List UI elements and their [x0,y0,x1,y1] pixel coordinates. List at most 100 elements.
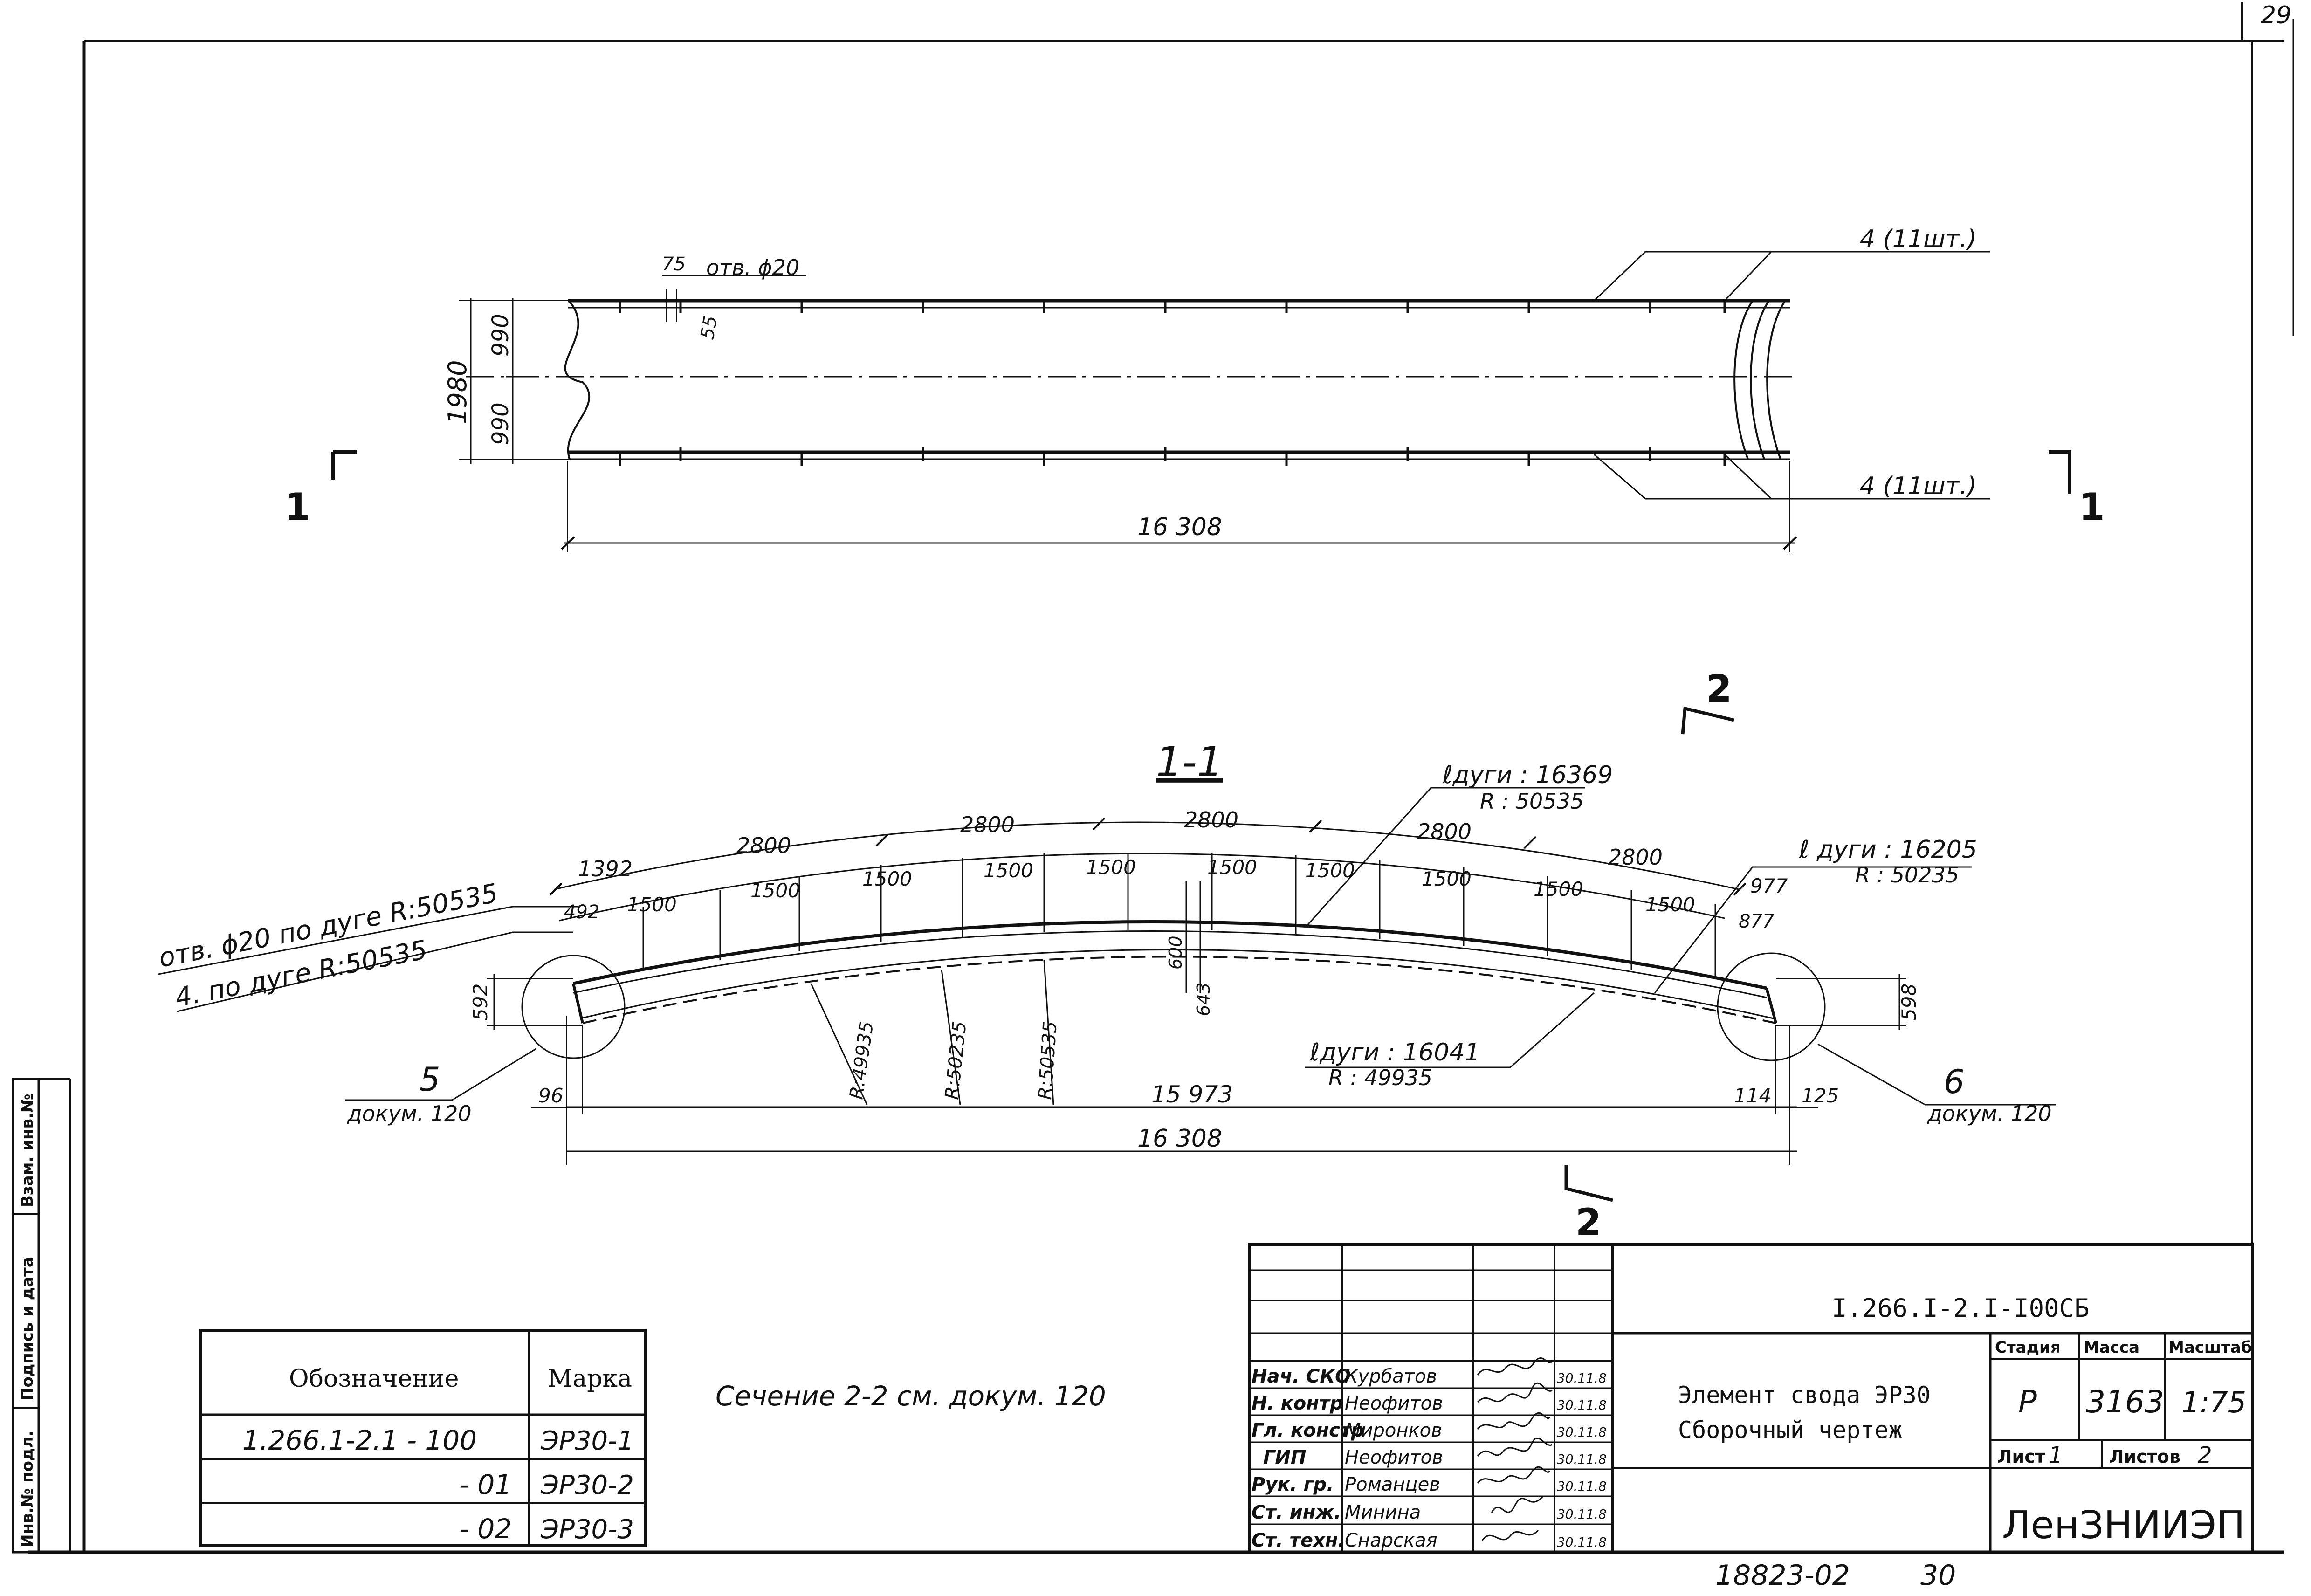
stage-label: Стадия [1995,1338,2061,1357]
left-height-dim: 592 [469,984,492,1021]
lower-dim: 1500 [1422,867,1472,890]
lower-dim: 1500 [1645,893,1695,916]
arc-right-length: ℓ дуги : 16205 [1799,836,1977,864]
section-title: 1-1 [1156,738,1223,786]
sign-name: Снарская [1345,1530,1437,1551]
plan-half-upper: 990 [488,314,514,357]
marks-header-mark: Марка [548,1365,632,1393]
section-mark-1-right: 1 [2079,485,2105,529]
title-block: I.266.I-2.I-I00СБ Элемент свода ЭР30 Сбо… [1248,1243,2254,1554]
right-offset-dim-2: 125 [1802,1084,1839,1107]
sheet-label: Лист [1997,1446,2045,1467]
plan-callout-top-leader [1593,251,1990,302]
detail-6-ref: докум. 120 [1927,1101,2052,1126]
stamp-inv-podl: Инв.№ подл. [18,1431,37,1548]
marks-row-mark: ЭР30-1 [540,1426,634,1456]
radius-label: R:50235 [941,1020,970,1101]
arc-bottom-radius: R : 49935 [1328,1065,1432,1090]
section-mark-2-bottom: 2 [1575,1201,1602,1244]
archive-number: 18823-02 [1715,1559,1850,1592]
crown-height-dim-2: 643 [1193,982,1214,1016]
sign-name: Минина [1345,1502,1421,1523]
lower-dim: 1500 [984,859,1033,882]
section-mark-2-top: 2 [1706,667,1732,710]
plan-total-length: 16 308 [1137,513,1222,541]
lower-dim: 1500 [750,879,800,902]
plan-hole-offset: 55 [697,314,722,341]
stamp-podpis-data: Подпись и дата [18,1257,37,1401]
lower-dim: 1500 [862,867,912,890]
title-name-line1: Элемент свода ЭР30 [1678,1382,1931,1409]
lower-dim: 492 [564,901,599,923]
sign-date: 30.11.8 [1557,1479,1607,1494]
side-stamp: Взам. инв.№ Подпись и дата Инв.№ подл. [12,1078,71,1554]
vault-bottom-chord [582,956,1776,1024]
sign-date: 30.11.8 [1557,1534,1607,1550]
sign-role: Ст. техн. [1252,1530,1345,1551]
vault-top-chord [573,920,1767,990]
lower-dim: 877 [1739,911,1775,932]
sign-date: 30.11.8 [1557,1452,1607,1467]
lower-dim: 1500 [1207,856,1257,879]
org-name: ЛенЗНИИЭП [2002,1503,2245,1548]
sign-role: ГИП [1263,1447,1306,1468]
arc-top-length: ℓдуги : 16369 [1442,761,1613,789]
plan-callout-top: 4 (11шт.) [1860,225,1977,253]
sign-name: Неофитов [1345,1447,1443,1468]
detail-6-number: 6 [1944,1063,1965,1101]
right-offset-dim-1: 114 [1734,1084,1771,1107]
mass-value: 3163 [2086,1384,2164,1420]
radius-label: R:50535 [1034,1020,1061,1100]
plan-hole-spacing: 75 [662,254,686,275]
sign-name: Неофитов [1345,1393,1443,1414]
sign-role: Рук. гр. [1252,1474,1334,1495]
plan-half-lower: 990 [488,402,514,445]
section-view-text: 1-1 2 2 отв. ϕ20 по дуге R:50535 4. по д… [156,667,2051,1244]
archive-sheet: 30 [1920,1559,1956,1592]
plan-left-break [564,300,591,460]
sign-role: Н. контр [1252,1393,1343,1414]
sign-date: 30.11.8 [1557,1424,1607,1440]
marks-header-designation: Обозначение [289,1365,459,1393]
plan-view-text: 1980 990 990 16 308 75 отв. ϕ20 55 4 (11… [284,225,2105,541]
scale-label: Масштаб [2168,1338,2252,1357]
upper-dim: 2800 [960,812,1015,837]
stamp-vzam-inv: Взам. инв.№ [18,1094,37,1207]
right-height-dim: 598 [1898,984,1920,1021]
sign-date: 30.11.8 [1557,1370,1607,1386]
upper-dim: 2800 [1417,819,1472,844]
sign-role: Нач. СКО [1252,1366,1351,1387]
arc-top-radius: R : 50535 [1480,789,1584,814]
detail-5-number: 5 [420,1060,440,1099]
sign-date: 30.11.8 [1557,1507,1607,1522]
lower-dim: 1500 [1534,878,1583,901]
upper-dim: 2800 [1184,807,1238,832]
upper-dim: 1392 [578,856,633,881]
marks-row-designation: - 02 [459,1513,512,1545]
bottom-chord-dim: 15 973 [1151,1081,1233,1108]
plan-hole-label: отв. ϕ20 [706,255,799,280]
upper-dim: 2800 [736,833,791,858]
arc-bottom-length: ℓдуги : 16041 [1309,1039,1480,1066]
marks-row-designation: 1.266.1-2.1 - 100 [242,1424,477,1456]
sign-name: Романцев [1345,1474,1440,1495]
detail-circle-6 [1717,952,1826,1061]
section-view [158,706,2056,1202]
left-offset-dim: 96 [538,1084,563,1107]
crown-height-dim: 600 [1165,936,1186,970]
plan-bolts [619,301,1726,466]
section-mark-1-left: 1 [284,485,310,529]
lower-dim: 1500 [627,893,677,916]
mass-label: Масса [2084,1338,2139,1357]
title-name-line2: Сборочный чертеж [1678,1417,1903,1444]
sign-name: Курбатов [1345,1366,1437,1387]
lower-dim: 1500 [1086,856,1136,879]
plan-width-dim: 1980 [443,360,472,424]
upper-dim: 977 [1750,874,1788,897]
signature-scribbles [1477,1357,1553,1541]
arc-right-radius: R : 50235 [1855,862,1959,887]
section-note: Сечение 2-2 см. докум. 120 [715,1380,1106,1412]
plan-callout-bottom: 4 (11шт.) [1860,472,1977,500]
sign-role: Ст. инж. [1252,1502,1341,1523]
